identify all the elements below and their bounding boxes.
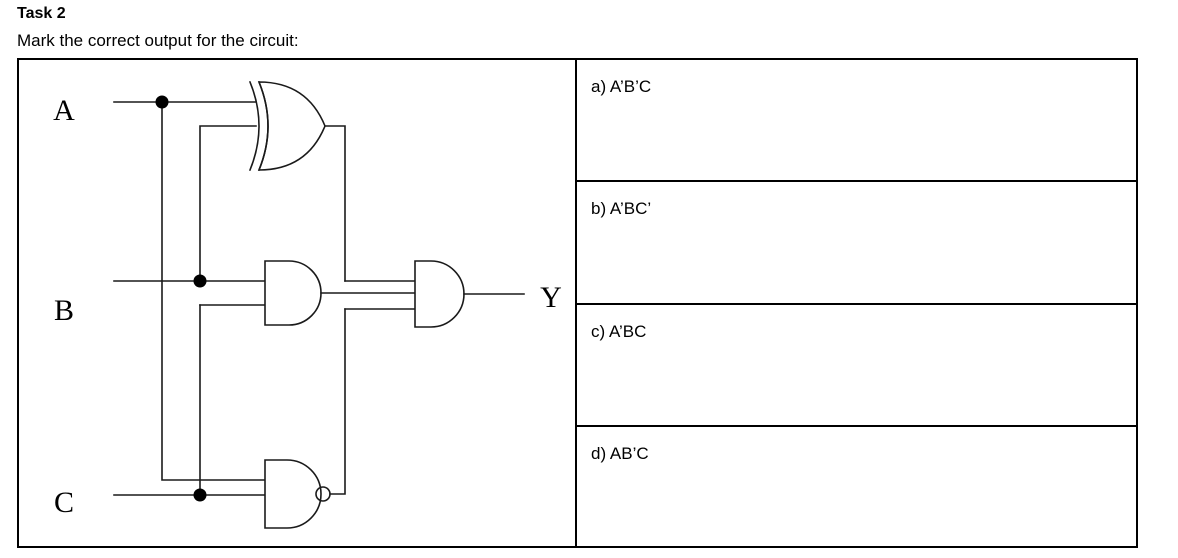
- nand-gate-body: [264, 459, 322, 529]
- answer-row-divider-2: [577, 303, 1136, 305]
- input-label-b: B: [54, 294, 74, 327]
- answer-option-c[interactable]: c) A’BC: [577, 305, 1136, 427]
- junction-dot-c: [193, 488, 207, 502]
- wire-xor-out-to-and2: [324, 125, 346, 282]
- answer-option-a-label: a) A’B’C: [591, 77, 652, 96]
- input-label-a: A: [53, 94, 75, 127]
- answer-options-cell: a) A’B’C b) A’BC’ c) A’BC d) AB’C: [577, 60, 1136, 546]
- answer-row-divider-1: [577, 180, 1136, 182]
- junction-dot-a: [155, 95, 169, 109]
- answer-option-c-label: c) A’BC: [591, 322, 647, 341]
- question-table: A B C Y a) A’B’C b) A’BC’ c) A’BC d) AB’…: [17, 58, 1138, 548]
- and-gate-2-body: [414, 260, 465, 328]
- page-title: Task 2: [17, 5, 66, 22]
- answer-option-b-label: b) A’BC’: [591, 199, 652, 218]
- answer-option-b[interactable]: b) A’BC’: [577, 182, 1136, 305]
- wire-b-branch-to-xor: [199, 125, 257, 282]
- wire-a-branch-to-nand: [161, 101, 265, 481]
- wire-nand-out-to-and2: [329, 308, 346, 495]
- answer-option-d-label: d) AB’C: [591, 444, 649, 463]
- circuit-diagram-cell: A B C Y: [19, 60, 575, 546]
- table-column-divider: [575, 60, 577, 546]
- xor-gate-body: [257, 81, 326, 171]
- and-gate-1-body: [264, 260, 322, 326]
- output-label-y: Y: [540, 281, 562, 314]
- junction-dot-b: [193, 274, 207, 288]
- answer-row-divider-3: [577, 425, 1136, 427]
- xor-gate-back-arc: [248, 80, 260, 172]
- answer-option-d[interactable]: d) AB’C: [577, 427, 1136, 546]
- nand-gate-bubble: [315, 486, 331, 502]
- logic-circuit-diagram: A B C Y: [53, 80, 562, 529]
- answer-option-a[interactable]: a) A’B’C: [577, 60, 1136, 182]
- input-label-c: C: [54, 486, 74, 519]
- task-prompt: Mark the correct output for the circuit:: [17, 31, 299, 50]
